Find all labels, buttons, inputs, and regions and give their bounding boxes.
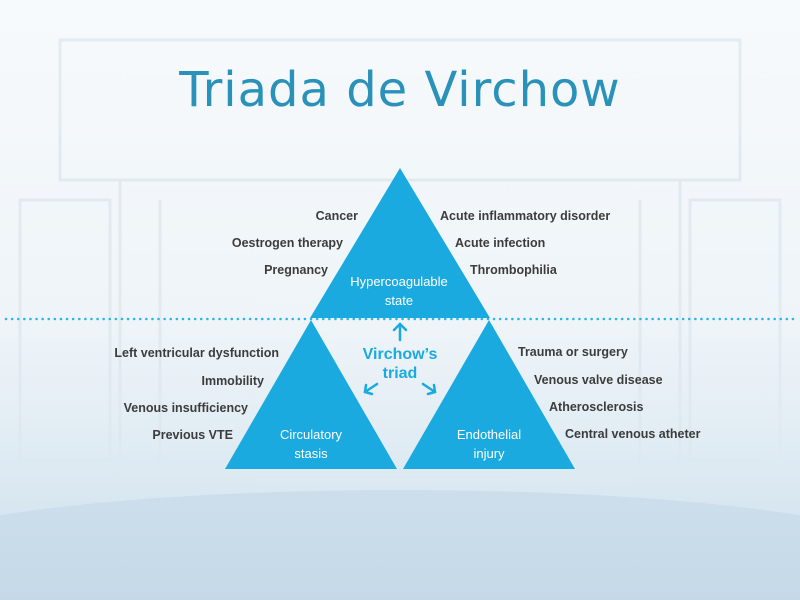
label-left-ventricular: Left ventricular dysfunction	[114, 346, 279, 360]
label-thrombophilia: Thrombophilia	[470, 263, 558, 277]
label-central-venous: Central venous atheter	[565, 427, 701, 441]
label-immobility: Immobility	[201, 374, 264, 388]
page-title: Triada de Virchow	[179, 62, 621, 118]
circulatory-stasis-triangle	[225, 320, 397, 469]
right-inner-line1: Endothelial	[457, 427, 521, 442]
triad-label-line2: triad	[383, 365, 418, 382]
label-atherosclerosis: Atherosclerosis	[549, 400, 644, 414]
endothelial-injury-triangle	[403, 320, 575, 469]
label-acute-infection: Acute infection	[455, 236, 545, 250]
arrow-up-icon	[392, 322, 408, 342]
label-pregnancy: Pregnancy	[264, 263, 328, 277]
label-previous-vte: Previous VTE	[152, 428, 233, 442]
right-inner-line2: injury	[473, 446, 505, 461]
label-venous-valve: Venous valve disease	[534, 373, 663, 387]
top-inner-line2: state	[385, 293, 413, 308]
arrow-down-right-icon	[421, 382, 437, 396]
hypercoagulable-triangle	[310, 168, 490, 318]
label-trauma-surgery: Trauma or surgery	[518, 345, 628, 359]
label-cancer: Cancer	[316, 209, 359, 223]
left-inner-line2: stasis	[294, 446, 328, 461]
triad-label-line1: Virchow’s	[363, 346, 438, 363]
label-acute-inflammatory: Acute inflammatory disorder	[440, 209, 610, 223]
label-venous-insufficiency: Venous insufficiency	[124, 401, 248, 415]
label-oestrogen-therapy: Oestrogen therapy	[232, 236, 343, 250]
top-inner-line1: Hypercoagulable	[350, 274, 448, 289]
arrow-down-left-icon	[363, 382, 379, 396]
left-inner-line1: Circulatory	[280, 427, 343, 442]
